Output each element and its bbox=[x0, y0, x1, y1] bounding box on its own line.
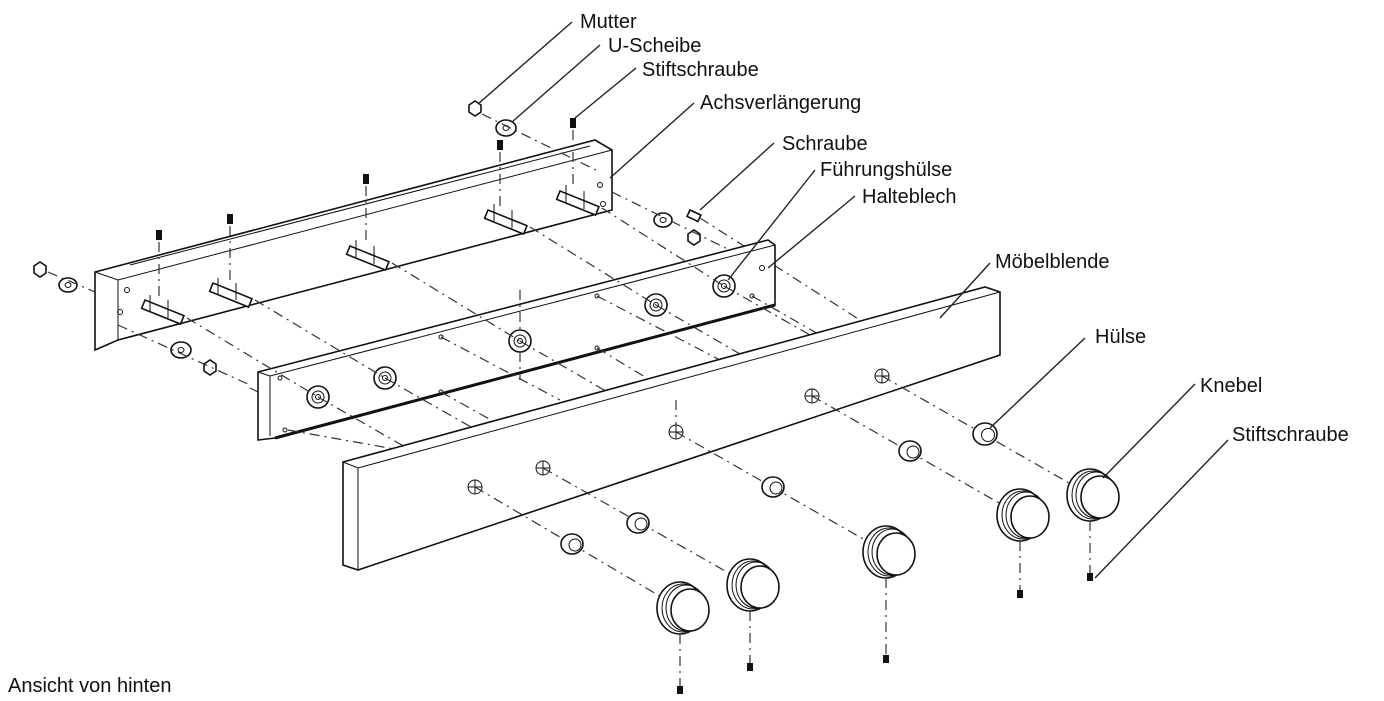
top-set-screws bbox=[156, 118, 576, 298]
knebel-4 bbox=[996, 488, 1050, 598]
schraube-part bbox=[685, 208, 702, 223]
axle-extension-1 bbox=[140, 295, 185, 326]
label-schraube: Schraube bbox=[782, 133, 868, 155]
label-u-scheibe: U-Scheibe bbox=[608, 35, 701, 57]
knebel-5 bbox=[1066, 468, 1120, 581]
axle-extension-2 bbox=[208, 278, 253, 309]
huelse-4 bbox=[898, 440, 922, 462]
huelse-2 bbox=[626, 512, 650, 534]
axle-extension-5 bbox=[555, 185, 600, 217]
label-huelse: Hülse bbox=[1095, 326, 1146, 348]
huelse-1 bbox=[560, 533, 584, 555]
axle-extensions bbox=[140, 185, 600, 326]
huelse-3 bbox=[761, 476, 785, 498]
knebel-2 bbox=[726, 558, 780, 671]
huelse-sleeves bbox=[560, 422, 998, 555]
axle-extension-4 bbox=[483, 204, 528, 236]
assembly-axes bbox=[186, 207, 883, 488]
label-fuehrungshuelse: Führungshülse bbox=[820, 159, 952, 181]
label-moebelblende: Möbelblende bbox=[995, 251, 1110, 273]
knebel-1 bbox=[656, 581, 710, 694]
label-stiftschraube-bottom: Stiftschraube bbox=[1232, 424, 1349, 446]
label-achsverlaengerung: Achsverlängerung bbox=[700, 92, 861, 114]
label-stiftschraube-top: Stiftschraube bbox=[642, 59, 759, 81]
left-fasteners bbox=[33, 261, 251, 386]
caption-view: Ansicht von hinten bbox=[8, 675, 171, 697]
label-mutter: Mutter bbox=[580, 11, 637, 33]
knebel-knobs bbox=[656, 468, 1120, 694]
leader-lines bbox=[477, 21, 1229, 579]
moebelblende-panel bbox=[342, 286, 1001, 571]
label-knebel: Knebel bbox=[1200, 375, 1262, 397]
huelse-5 bbox=[972, 422, 998, 446]
part-labels: Mutter U-Scheibe Stiftschraube Achsverlä… bbox=[8, 11, 1349, 697]
knebel-3 bbox=[862, 525, 916, 663]
axle-extension-3 bbox=[345, 240, 390, 272]
label-halteblech: Halteblech bbox=[862, 186, 957, 208]
